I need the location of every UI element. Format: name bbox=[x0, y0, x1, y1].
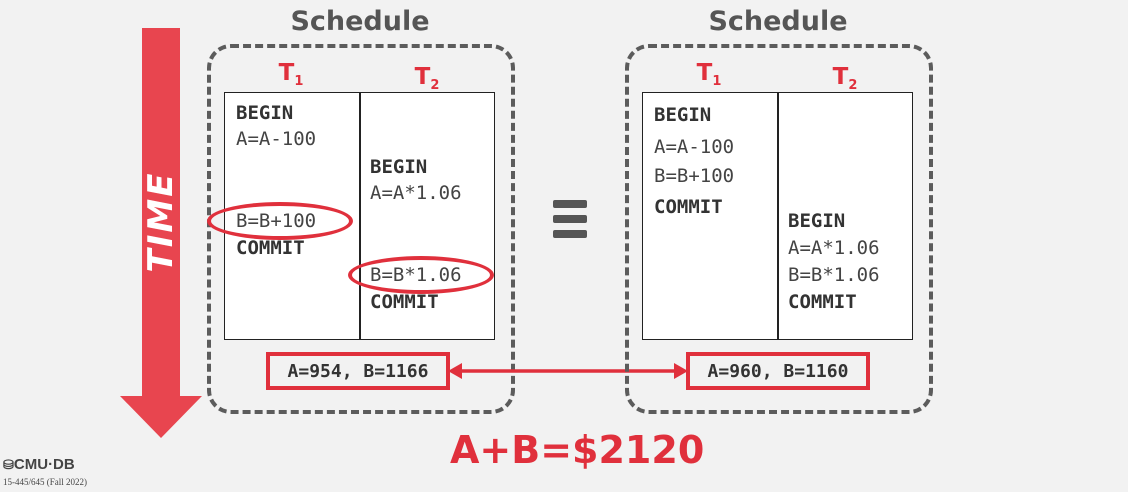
t2-label-left: T2 bbox=[414, 64, 440, 93]
schedule-box-right bbox=[625, 44, 933, 414]
highlight-circle-b-plus bbox=[207, 202, 353, 240]
op-left-t1-commit: COMMIT bbox=[236, 237, 305, 259]
schedule-title-left: Schedule bbox=[290, 6, 430, 37]
op-right-t1-a: A=A-100 bbox=[654, 136, 735, 158]
time-arrow bbox=[120, 28, 202, 438]
course-label: 15-445/645 (Fall 2022) bbox=[3, 477, 87, 487]
time-label: TIME bbox=[141, 171, 181, 273]
op-right-t2-commit: COMMIT bbox=[788, 291, 857, 313]
result-box-right: A=960, B=1160 bbox=[686, 352, 870, 390]
t1-label-right: T1 bbox=[696, 60, 722, 89]
op-left-t1-begin: BEGIN bbox=[236, 102, 294, 124]
op-right-t1-commit: COMMIT bbox=[654, 196, 723, 218]
op-right-t1-b: B=B+100 bbox=[654, 165, 735, 187]
op-right-t2-begin: BEGIN bbox=[788, 210, 846, 232]
op-left-t2-begin: BEGIN bbox=[370, 156, 428, 178]
op-left-t1-a: A=A-100 bbox=[236, 128, 317, 150]
op-right-t2-a: A=A*1.06 bbox=[788, 237, 880, 259]
column-divider bbox=[777, 93, 779, 339]
t1-label-left: T1 bbox=[278, 60, 304, 89]
highlight-circle-b-times bbox=[348, 256, 494, 294]
equivalence-icon bbox=[553, 200, 587, 240]
op-right-t2-b: B=B*1.06 bbox=[788, 264, 880, 286]
database-icon: ⛁ bbox=[3, 457, 14, 472]
compare-arrow bbox=[448, 363, 688, 379]
column-divider bbox=[359, 93, 361, 339]
op-left-t2-a: A=A*1.06 bbox=[370, 182, 462, 204]
schedule-table-right bbox=[642, 92, 913, 340]
cmu-db-logo: ⛁CMU·DB bbox=[3, 456, 75, 473]
result-box-left: A=954, B=1166 bbox=[266, 352, 450, 390]
op-right-t1-begin: BEGIN bbox=[654, 104, 712, 126]
op-left-t2-commit: COMMIT bbox=[370, 291, 439, 313]
schedule-box-left bbox=[207, 44, 515, 414]
schedule-title-right: Schedule bbox=[708, 6, 848, 37]
t2-label-right: T2 bbox=[832, 64, 858, 93]
total-sum: A+B=$2120 bbox=[450, 428, 705, 472]
